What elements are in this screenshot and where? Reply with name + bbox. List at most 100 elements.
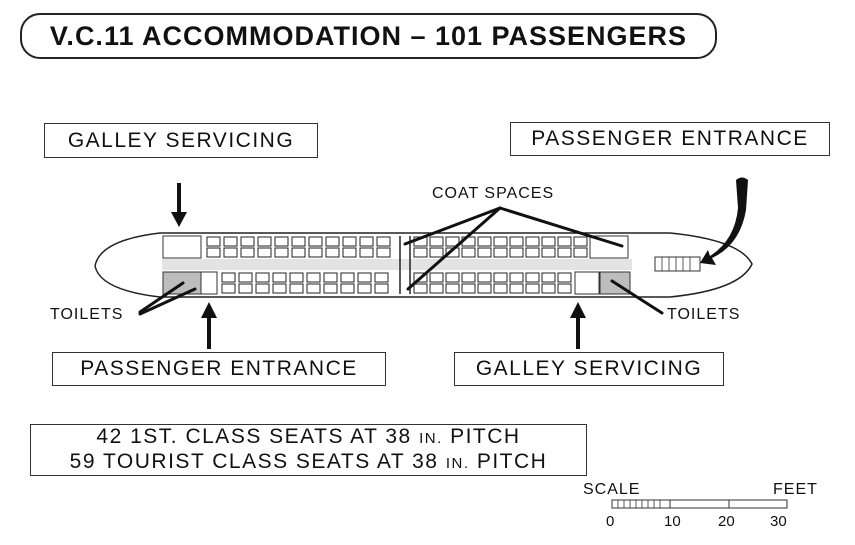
scale-tick-20: 20 [718,513,735,530]
first-class-lower-seat [306,272,321,283]
first-class-unit: IN. [419,430,443,447]
first-class-upper-seat [240,236,255,247]
first-class-text: 1ST. CLASS SEATS AT 38 [130,425,412,448]
tourist-upper-seat [477,247,492,258]
tourist-unit: IN. [445,455,470,472]
first-class-lower-seat [221,283,236,294]
tourist-lower-seat [477,283,492,294]
tourist-upper-seat [557,247,572,258]
first-class-lower-seat [272,272,287,283]
galley-servicing-top-box: GALLEY SERVICING [44,123,318,158]
tourist-lower-seat [461,272,476,283]
coat-spaces-pointers [403,206,624,291]
tourist-upper-seat [493,247,508,258]
galley-servicing-top-arrow [171,183,187,227]
tourist-upper-seat [573,247,588,258]
first-class-lower-seat [374,272,389,283]
passenger-entrance-top-box: PASSENGER ENTRANCE [510,122,830,156]
first-class-lower-seat [323,272,338,283]
passenger-entrance-top-label: PASSENGER ENTRANCE [531,127,809,150]
first-class-lower-seat [272,283,287,294]
passenger-entrance-top-arrow [700,177,748,265]
tourist-upper-seat [557,236,572,247]
first-class-pitch: PITCH [450,425,521,448]
diagram-title: V.C.11 ACCOMMODATION – 101 PASSENGERS [49,20,688,51]
tourist-upper-seat [525,236,540,247]
first-class-upper-seat [376,247,391,258]
title-box: V.C.11 ACCOMMODATION – 101 PASSENGERS [20,13,717,59]
first-class-count: 42 [96,425,123,448]
tourist-upper-seat [429,236,444,247]
toilets-left-pointers [138,281,197,316]
scale-bar [611,499,788,509]
tourist-lower-seat [509,272,524,283]
first-class-lower-seat [323,283,338,294]
galley-servicing-bottom-box: GALLEY SERVICING [454,352,724,386]
passenger-entrance-bottom-arrow [201,302,217,349]
tourist-lower-seat [461,283,476,294]
tourist-upper-seat [525,247,540,258]
rear-galley-block [574,271,600,295]
tourist-upper-seat [541,236,556,247]
tourist-upper-seat [509,236,524,247]
tourist-upper-seat [493,236,508,247]
tourist-pitch: PITCH [476,450,548,473]
first-class-upper-seat [308,236,323,247]
tourist-lower-seat [477,272,492,283]
tourist-lower-seat [429,283,444,294]
first-class-lower-seat [340,283,355,294]
scale-tick-0: 0 [606,513,615,530]
first-class-upper-seat [291,236,306,247]
tourist-lower-seat [445,283,460,294]
first-class-upper-seat [206,247,221,258]
passenger-entrance-bottom-label: PASSENGER ENTRANCE [80,357,358,380]
tourist-lower-seat [493,283,508,294]
first-class-lower-seat [289,272,304,283]
first-class-upper-seat [274,247,289,258]
first-class-upper-seat [342,247,357,258]
tourist-lower-seat [509,283,524,294]
tourist-upper-seat [573,236,588,247]
first-class-upper-seat [223,247,238,258]
first-class-lower-seat [357,272,372,283]
first-class-lower-seat [255,283,270,294]
first-class-upper-seat [308,247,323,258]
first-class-upper-seat [240,247,255,258]
toilets-left-label: TOILETS [50,306,124,323]
first-class-upper-seat [325,247,340,258]
first-class-lower-seat [340,272,355,283]
tourist-upper-seat [413,247,428,258]
scale-bar-fine-ticks [617,500,661,508]
first-class-upper-seat [342,236,357,247]
coat-spaces-label: COAT SPACES [432,185,555,202]
rear-airstair-steps [661,257,691,271]
first-class-lower-seat [255,272,270,283]
tourist-lower-seat [557,283,572,294]
tourist-upper-seat [429,247,444,258]
first-class-upper-seat [325,236,340,247]
toilets-right-label: TOILETS [667,306,741,323]
galley-servicing-bottom-arrow [570,302,586,349]
first-class-upper-seat [257,247,272,258]
rear-coat-block [589,235,629,259]
tourist-upper-seat [509,247,524,258]
seat-rows [206,236,588,294]
first-class-upper-seat [274,236,289,247]
tourist-upper-seat [541,247,556,258]
forward-entrance-block [200,271,218,295]
toilets-right-pointers [610,279,664,315]
seat-summary-line-first-class: 42 1ST. CLASS SEATS AT 38 IN. PITCH [96,425,520,450]
passenger-entrance-bottom-box: PASSENGER ENTRANCE [52,352,386,386]
tourist-lower-seat [525,272,540,283]
seat-summary-box: 42 1ST. CLASS SEATS AT 38 IN. PITCH 59 T… [30,424,587,476]
first-class-upper-seat [291,247,306,258]
first-class-upper-seat [359,247,374,258]
tourist-upper-seat [461,247,476,258]
first-class-lower-seat [238,283,253,294]
first-class-upper-seat [359,236,374,247]
tourist-upper-seat [477,236,492,247]
first-class-lower-seat [289,283,304,294]
first-class-upper-seat [257,236,272,247]
scale-unit-label: FEET [773,481,818,498]
